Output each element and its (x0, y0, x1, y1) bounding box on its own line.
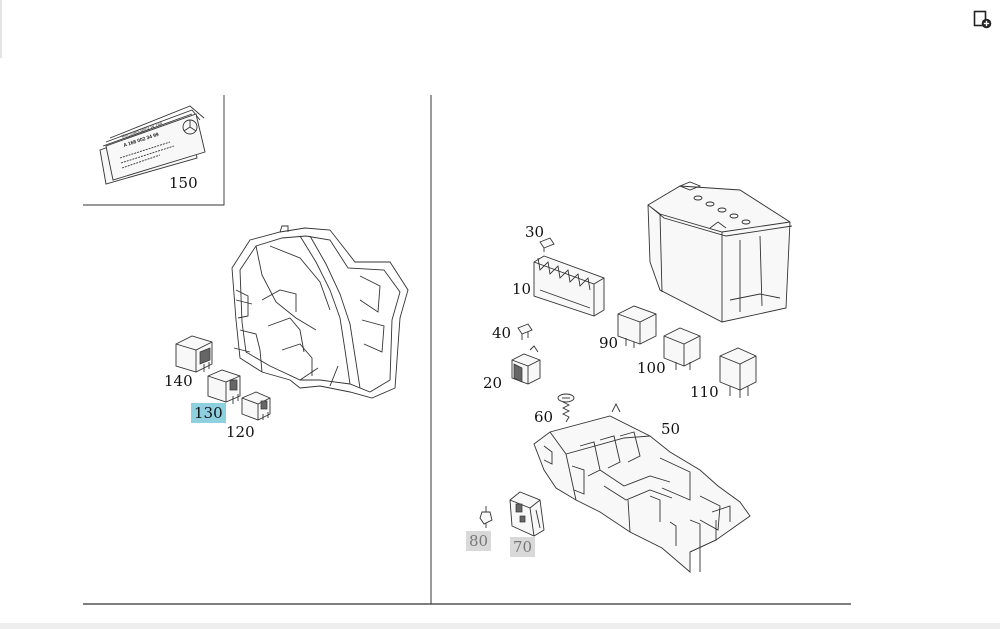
screw-part-60[interactable] (557, 393, 575, 423)
relay-part-120[interactable] (241, 391, 271, 421)
relay-part-140[interactable] (175, 335, 213, 373)
left-panel-edge (0, 0, 2, 58)
booklet-part-150[interactable]: Mercedes-Benz W 168 A 168 002 34 99 (99, 105, 206, 185)
clip-part-80[interactable] (479, 506, 493, 528)
relay-part-130[interactable] (207, 369, 241, 404)
add-to-list-icon (973, 10, 992, 29)
callout-10[interactable]: 10 (512, 280, 532, 298)
relay-carrier-housing[interactable] (231, 225, 409, 399)
callout-110[interactable]: 110 (690, 383, 719, 401)
callout-120[interactable]: 120 (226, 423, 255, 441)
callout-80[interactable]: 80 (466, 531, 492, 551)
callout-100[interactable]: 100 (637, 359, 666, 377)
callout-60[interactable]: 60 (534, 408, 554, 426)
fuse-box-part-10[interactable] (533, 255, 605, 317)
callout-40[interactable]: 40 (492, 324, 512, 342)
relay-part-90[interactable] (617, 305, 657, 348)
callout-50[interactable]: 50 (661, 420, 681, 438)
relay-part-110[interactable] (719, 347, 757, 398)
fuse-part-30[interactable] (539, 237, 555, 252)
connector-part-20[interactable] (511, 345, 541, 385)
callout-70[interactable]: 70 (510, 537, 536, 557)
bottom-scroll-bar (0, 623, 1000, 629)
battery[interactable] (647, 181, 793, 323)
callout-140[interactable]: 140 (164, 372, 193, 390)
relay-part-100[interactable] (663, 327, 701, 370)
callout-130[interactable]: 130 (191, 403, 226, 423)
relay-bracket-part-50[interactable] (533, 402, 751, 573)
callout-90[interactable]: 90 (599, 334, 619, 352)
bracket-part-70[interactable] (509, 491, 545, 537)
inset-box-150 (83, 95, 225, 206)
callout-20[interactable]: 20 (483, 374, 503, 392)
add-to-list-button[interactable] (972, 9, 992, 29)
fuse-part-40[interactable] (517, 323, 533, 340)
callout-150[interactable]: 150 (169, 174, 198, 192)
callout-30[interactable]: 30 (525, 223, 545, 241)
